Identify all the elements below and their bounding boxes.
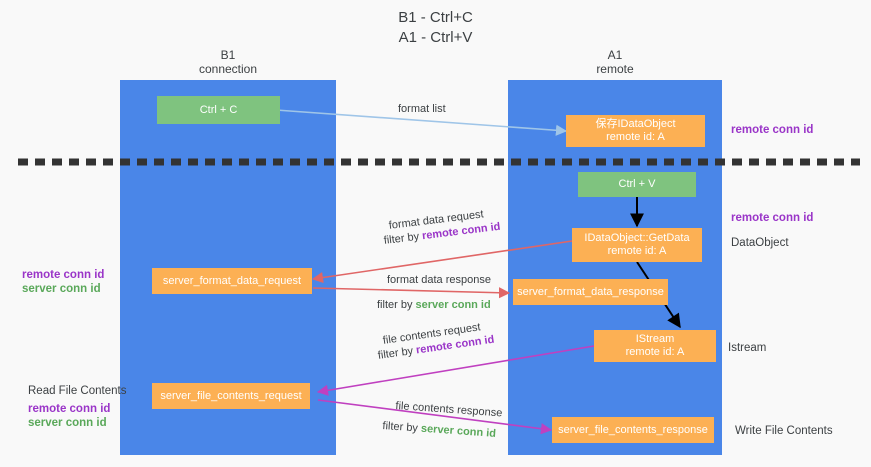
node-save-idataobject-line2: remote id: A: [606, 131, 665, 143]
filter-key-server-conn-id: server conn id: [415, 299, 491, 311]
arrow-format-data-request: [311, 240, 573, 284]
node-server-file-contents-request[interactable]: server_file_contents_request: [152, 383, 310, 409]
arrow-format-list: [275, 109, 568, 136]
arrow-file-contents-response: [317, 399, 553, 435]
title-line-2: A1 - Ctrl+V: [398, 29, 473, 46]
node-server-file-contents-request-label: server_file_contents_request: [160, 389, 302, 402]
lane-header-a1: A1 remote: [508, 48, 722, 76]
annotation-istream: Istream: [728, 342, 767, 354]
node-server-file-contents-response-label: server_file_contents_response: [558, 423, 708, 436]
node-server-format-data-request[interactable]: server_format_data_request: [152, 268, 312, 294]
annotation-remote-conn-id-mid: remote conn id: [731, 212, 814, 224]
node-ctrl-v-label: Ctrl + V: [618, 178, 656, 190]
lane-header-a1-name: A1: [607, 48, 623, 62]
annotation-read-file-contents: Read File Contents: [28, 385, 127, 397]
page-title: B1 - Ctrl+C A1 - Ctrl+V: [0, 8, 871, 48]
annotation-left-server-conn-id-2: server conn id: [28, 417, 107, 429]
annotation-dataobject: DataObject: [731, 237, 789, 249]
lane-header-a1-subtitle: remote: [596, 62, 634, 76]
node-server-format-data-response-label: server_format_data_response: [517, 285, 664, 298]
node-server-file-contents-response[interactable]: server_file_contents_response: [552, 417, 714, 443]
node-idataobject-getdata-line1: IDataObject::GetData: [584, 232, 690, 244]
annotation-left-server-conn-id: server conn id: [22, 283, 101, 295]
title-line-1: B1 - Ctrl+C: [398, 9, 473, 26]
node-idataobject-getdata-line2: remote id: A: [607, 245, 667, 257]
node-save-idataobject-line1: 保存IDataObject: [595, 118, 676, 130]
edge-label-format-list: format list: [398, 103, 446, 115]
lane-header-b1-name: B1: [220, 48, 236, 62]
lane-header-b1: B1 connection: [120, 48, 336, 76]
node-server-format-data-response[interactable]: server_format_data_response: [513, 279, 668, 305]
filter-prefix: filter by: [382, 419, 422, 435]
lane-header-b1-subtitle: connection: [198, 62, 258, 76]
arrow-file-contents-request: [316, 345, 595, 396]
node-ctrl-c-label: Ctrl + C: [199, 103, 238, 116]
edge-label-format-data-response-filter: filter by server conn id: [377, 298, 491, 312]
node-istream-line1: IStream: [635, 333, 675, 345]
node-save-idataobject[interactable]: 保存IDataObject remote id: A: [566, 115, 705, 147]
annotation-left-remote-conn-id: remote conn id: [22, 269, 105, 281]
arrow-format-data-response: [312, 287, 511, 299]
node-istream[interactable]: IStream remote id: A: [594, 330, 716, 362]
annotation-remote-conn-id-top: remote conn id: [731, 124, 814, 136]
node-istream-line2: remote id: A: [625, 346, 685, 358]
node-idataobject-getdata[interactable]: IDataObject::GetData remote id: A: [572, 228, 702, 262]
node-ctrl-c[interactable]: Ctrl + C: [157, 96, 280, 124]
annotation-left-remote-conn-id-2: remote conn id: [28, 403, 111, 415]
node-ctrl-v[interactable]: Ctrl + V: [578, 172, 696, 197]
annotation-write-file-contents: Write File Contents: [735, 425, 833, 437]
edge-label-format-data-response: format data response: [387, 274, 491, 286]
filter-prefix: filter by: [377, 299, 416, 311]
node-server-format-data-request-label: server_format_data_request: [162, 274, 302, 287]
